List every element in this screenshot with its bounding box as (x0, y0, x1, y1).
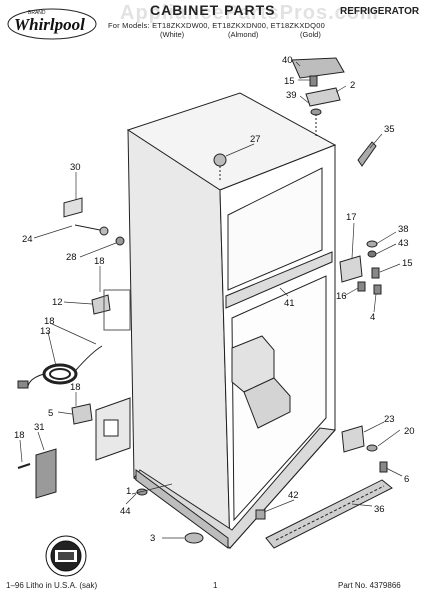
callout-36: 36 (374, 504, 385, 515)
callout-38: 38 (398, 224, 409, 235)
whirlpool-logo: BRAND Whirlpool (6, 4, 98, 42)
callout-27: 27 (250, 134, 261, 145)
part-spacer (367, 250, 377, 258)
callout-4: 4 (370, 312, 375, 323)
part-grommet (115, 236, 125, 246)
callout-23: 23 (384, 414, 395, 425)
footer-page-number: 1 (213, 581, 218, 590)
callout-18c: 18 (70, 382, 81, 393)
callout-2: 2 (350, 80, 355, 91)
part-center-hinge (339, 255, 363, 283)
quality-seal (45, 535, 87, 577)
logo-brand: Whirlpool (14, 15, 85, 34)
callout-13: 13 (40, 326, 51, 337)
callout-1: 1 (126, 486, 131, 497)
part-toe-grille (265, 479, 393, 549)
callout-17: 17 (346, 212, 357, 223)
part-bracket (91, 294, 111, 315)
color-gold: (Gold) (300, 30, 321, 39)
callout-42: 42 (288, 490, 299, 501)
callout-35: 35 (384, 124, 395, 135)
part-bottom-hinge (341, 425, 365, 453)
callout-labels: 40 15 2 39 35 27 30 24 28 18 17 38 43 15… (14, 55, 415, 544)
footer-litho: 1–96 Litho in U.S.A. (sak) (6, 581, 98, 590)
page-title: CABINET PARTS (150, 2, 276, 18)
callout-20: 20 (404, 426, 415, 437)
part-panel-a (103, 289, 131, 331)
part-bolt-mid (371, 267, 380, 279)
callout-43: 43 (398, 238, 409, 249)
callout-6: 6 (404, 474, 409, 485)
callout-16: 16 (336, 291, 347, 302)
color-white: (White) (160, 30, 185, 39)
part-hinge-cover (291, 57, 345, 79)
part-bolt-bottom (379, 461, 388, 473)
callout-40: 40 (282, 55, 293, 66)
part-hinge-block (71, 403, 93, 425)
callout-3: 3 (150, 533, 155, 544)
callout-12: 12 (52, 297, 63, 308)
watermark: AppliancePartsPros.com (120, 2, 379, 24)
callout-15b: 15 (402, 258, 413, 269)
part-cap (35, 448, 57, 499)
footer-part-number: Part No. 4379866 (338, 581, 401, 590)
part-power-cord (42, 363, 78, 385)
part-washer (366, 240, 378, 248)
part-water-fitting (99, 226, 109, 236)
callout-31: 31 (34, 422, 45, 433)
part-clip (255, 509, 266, 520)
callout-18b: 18 (44, 316, 55, 327)
part-screw-cap (213, 153, 227, 167)
appliance-category: REFRIGERATOR (340, 6, 420, 17)
color-almond: (Almond) (228, 30, 259, 39)
callout-30: 30 (70, 162, 81, 173)
callout-28: 28 (66, 252, 77, 263)
callout-18a: 18 (94, 256, 105, 267)
part-door-stop (357, 141, 377, 167)
callout-18d: 18 (14, 430, 25, 441)
model-list: For Models: ET18ZKXDW00, ET18ZKXDN00, ET… (108, 21, 325, 30)
callout-24: 24 (22, 234, 33, 245)
callout-41: 41 (284, 298, 295, 309)
part-bolt-top (309, 75, 318, 87)
callout-44: 44 (120, 506, 131, 517)
part-leveling-leg (184, 532, 204, 544)
divider-mullion (225, 251, 333, 309)
part-top-hinge (305, 87, 341, 107)
part-fill-cup (63, 197, 83, 218)
callout-39: 39 (286, 90, 297, 101)
callout-5: 5 (48, 408, 53, 419)
callout-15a: 15 (284, 76, 295, 87)
logo-brand-small: BRAND (28, 10, 46, 16)
